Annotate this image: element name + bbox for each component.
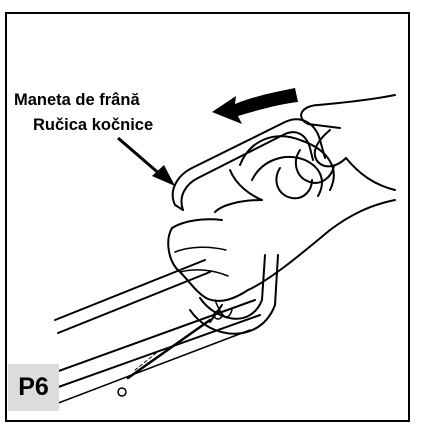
brake-cable (126, 304, 223, 380)
handle-grip (239, 135, 335, 197)
right-hand (275, 94, 396, 200)
brake-lever-label-croatian: Ručica kočnice (33, 116, 154, 134)
push-direction-arrow-icon (212, 88, 298, 124)
step-badge: P6 (8, 364, 59, 411)
middle-handle-bar (54, 259, 211, 334)
step-number: P6 (18, 373, 49, 401)
handle-struts (189, 254, 279, 335)
left-hand (167, 169, 396, 302)
brake-lever-label-romanian: Maneta de frână (14, 91, 140, 109)
brake-lever (171, 118, 326, 211)
arrow-pointer-icon (117, 136, 175, 186)
figure-border (5, 12, 410, 422)
